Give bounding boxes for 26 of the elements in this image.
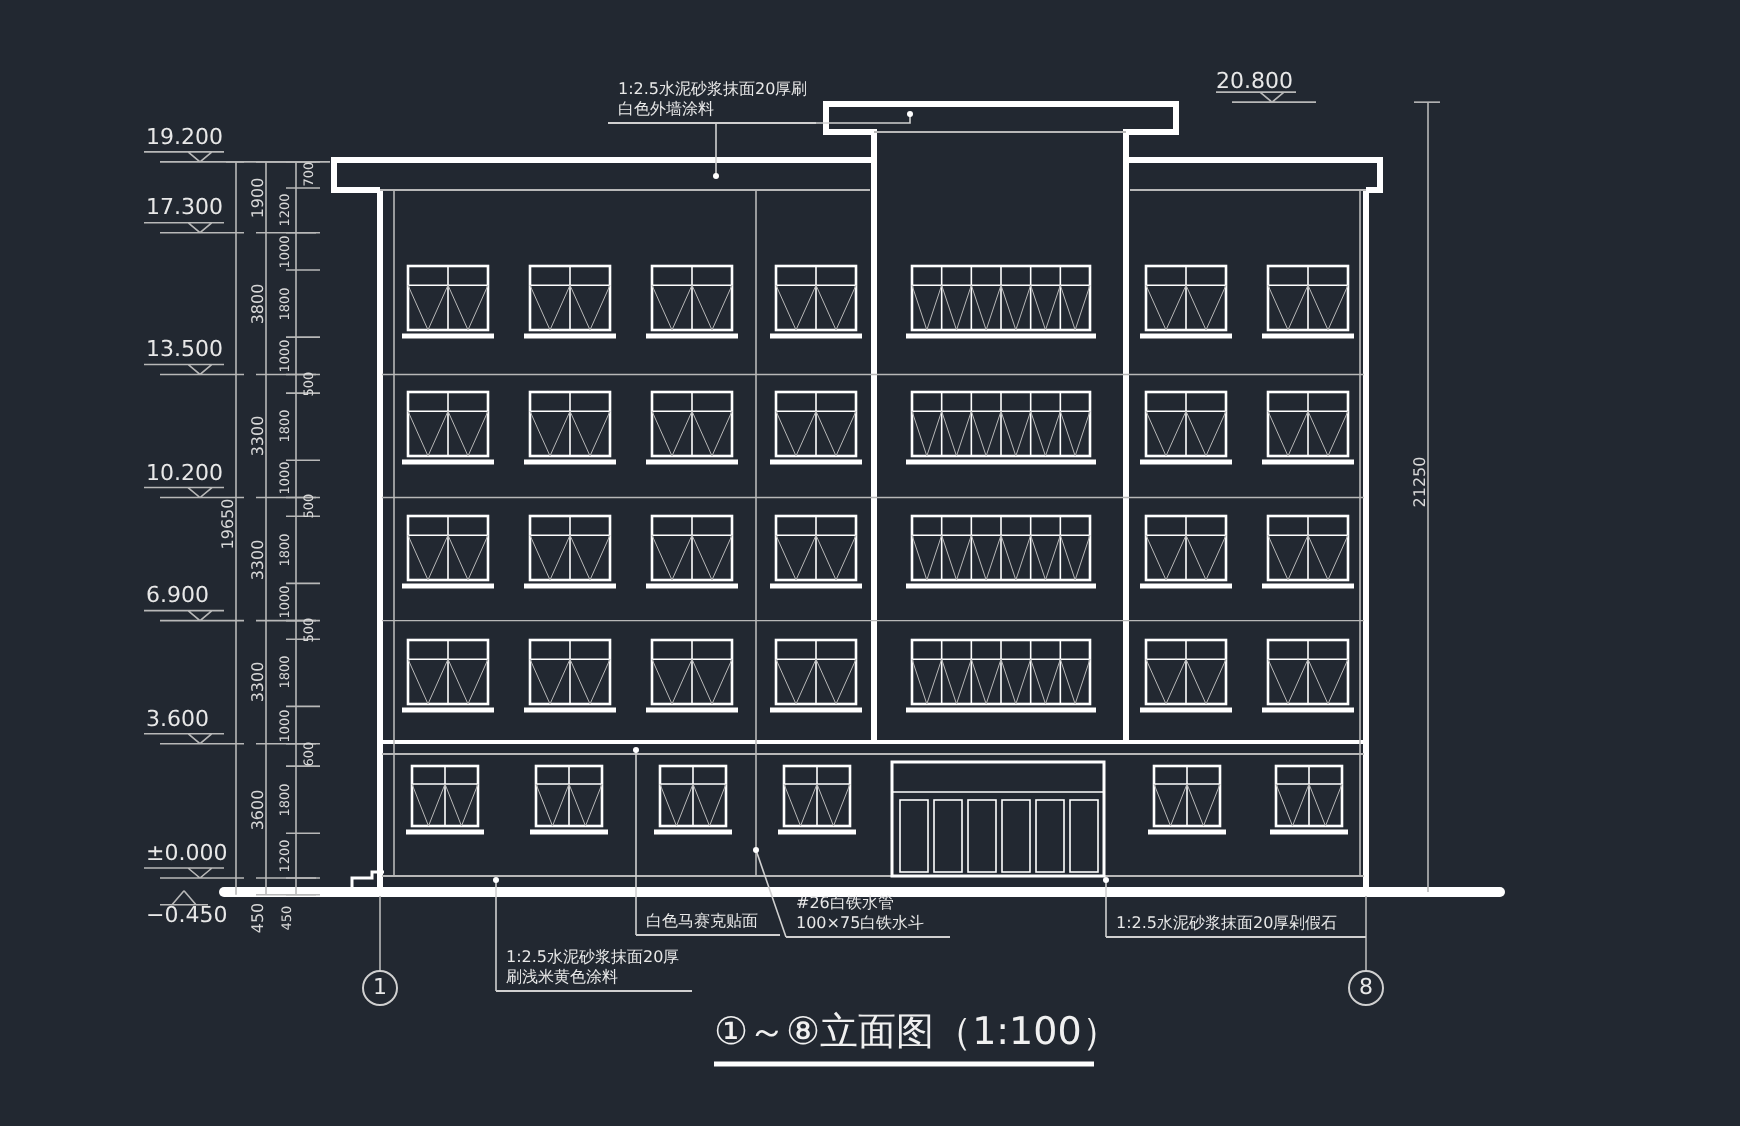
- level-value: −0.450: [146, 904, 228, 929]
- dimension-value: 1900: [249, 176, 267, 218]
- dimension-value: 450: [249, 902, 267, 934]
- level-value: 13.500: [146, 338, 223, 363]
- level-value: 20.800: [1216, 70, 1293, 95]
- level-value: 19.200: [146, 125, 223, 150]
- dimension-value: 3300: [249, 415, 267, 457]
- annotation-note: 1:2.5水泥砂浆抹面20厚剁假石: [1106, 914, 1366, 938]
- axis-bubble: 1: [362, 970, 398, 1006]
- dimension-value: 19650: [219, 498, 237, 550]
- level-value: 3.600: [146, 707, 209, 732]
- level-value: 17.300: [146, 196, 223, 221]
- annotation-note: #26白铁水管100×75白铁水斗: [786, 894, 950, 938]
- annotation-note: 1:2.5水泥砂浆抹面20厚刷浅米黄色涂料: [496, 948, 692, 992]
- level-value: ±0.000: [146, 842, 228, 866]
- level-value: 6.900: [146, 584, 209, 609]
- annotation-note: 1:2.5水泥砂浆抹面20厚刷白色外墙涂料: [608, 80, 816, 124]
- dimension-value: 21250: [1411, 457, 1429, 509]
- annotation-note: 白色马赛克贴面: [636, 912, 780, 936]
- level-value: 10.200: [146, 461, 223, 486]
- dimension-value: 3600: [249, 790, 267, 832]
- dimension-value: 3300: [249, 538, 267, 580]
- dimension-value: 3800: [249, 283, 267, 324]
- axis-bubble: 8: [1348, 970, 1384, 1006]
- drawing-title: ①～⑧立面图（1:100）: [714, 1008, 1094, 1056]
- dimension-value: 3300: [249, 661, 267, 703]
